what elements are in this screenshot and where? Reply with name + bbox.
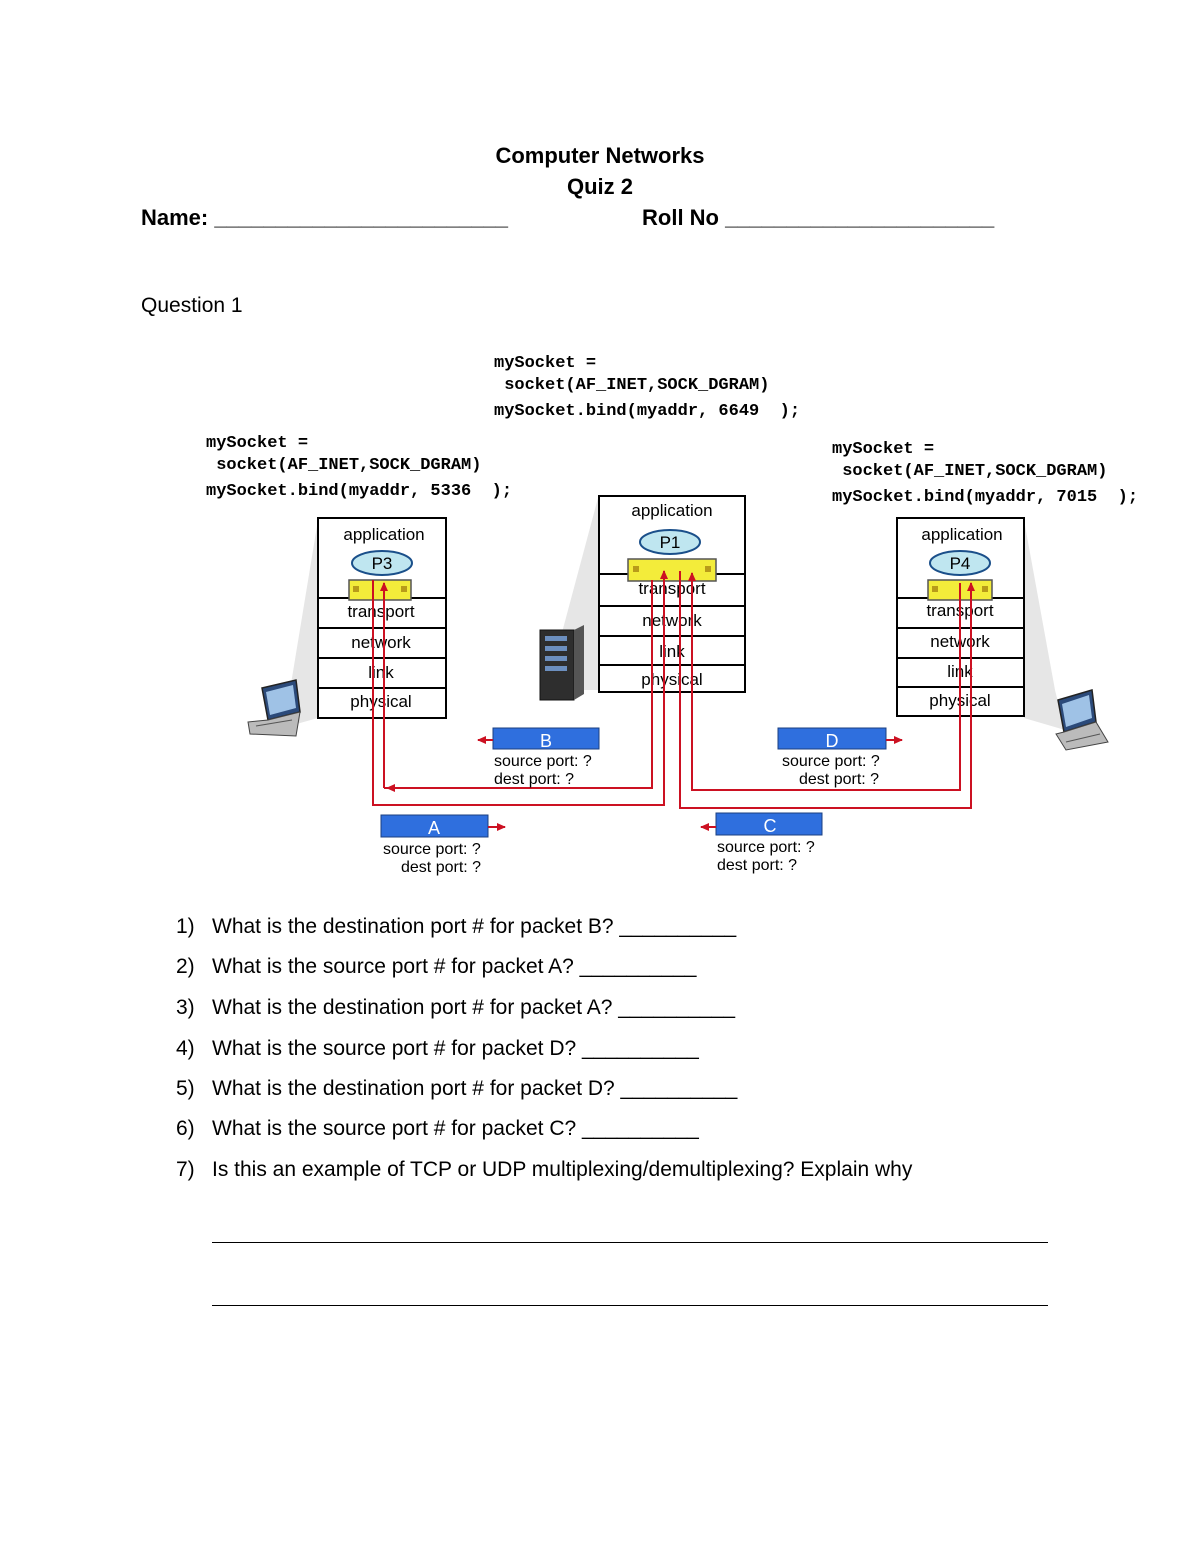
packet-paths [372,570,975,809]
code-line: mySocket.bind(myaddr, 7015 ); [832,488,1139,507]
process-ellipse [351,550,413,576]
layer-label: application [343,525,424,544]
question-text: What is the source port # for packet D? … [212,1037,699,1060]
name-field-label: Name: ________________________ [141,205,509,230]
layer-label: link [659,642,685,661]
packet-c: C source port: ? dest port: ? [700,812,823,874]
code-line: socket(AF_INET,SOCK_DGRAM) [832,462,1108,481]
code-snippet-left: mySocket = socket(AF_INET,SOCK_DGRAM) myS… [206,433,512,503]
question-number: 5) [176,1077,195,1100]
projection-shadow-right [1024,520,1065,730]
question-number: 2) [176,955,195,978]
process-label-p1: P1 [660,533,681,552]
question-number: 6) [176,1117,195,1140]
packet-a: A source port: ? dest port: ? [380,814,506,876]
question-text: What is the destination port # for packe… [212,996,736,1019]
packet-source-port: source port: ? [494,753,592,770]
layer-label: transport [638,579,705,598]
question-text: What is the source port # for packet C? … [212,1117,699,1140]
answer-line-1[interactable] [212,1242,1048,1243]
question-number: 4) [176,1037,195,1060]
packet-source-port: source port: ? [383,841,481,858]
code-snippet-right: mySocket = socket(AF_INET,SOCK_DGRAM) myS… [832,439,1138,509]
roll-number-field-label: Roll No ______________________ [642,205,995,230]
process-label-p3: P3 [372,554,393,573]
laptop-icon-left [247,679,301,737]
packet-dest-port: dest port: ? [494,771,574,788]
question-number: 3) [176,996,195,1019]
laptop-icon-right [1055,689,1109,751]
packet-dest-port: dest port: ? [401,859,481,876]
question-text: Is this an example of TCP or UDP multipl… [212,1158,913,1181]
code-line: mySocket = [494,354,597,373]
layer-label: physical [641,670,702,689]
network-diagram: application P3 transport network link ph… [247,495,1109,876]
course-title: Computer Networks [495,143,705,168]
packet-d: D source port: ? dest port: ? [777,727,903,788]
packet-source-port: source port: ? [717,839,815,856]
packet-source-port: source port: ? [782,753,880,770]
code-line: mySocket = [206,434,309,453]
question-text: What is the destination port # for packe… [212,915,737,938]
process-label-p4: P4 [950,554,971,573]
question-2: 2) What is the source port # for packet A… [176,955,696,979]
code-line: mySocket = [832,440,935,459]
packet-dest-port: dest port: ? [799,771,879,788]
code-snippet-center: mySocket = socket(AF_INET,SOCK_DGRAM) myS… [494,353,800,423]
question-6: 6) What is the source port # for packet C… [176,1117,699,1141]
code-line: mySocket.bind(myaddr, 6649 ); [494,402,801,421]
packet-label: D [826,731,839,751]
question-4: 4) What is the source port # for packet D… [176,1037,699,1061]
packet-b: B source port: ? dest port: ? [477,727,600,788]
layer-label: physical [350,692,411,711]
packet-label: A [428,818,440,838]
layer-label: network [642,611,702,630]
host-stack-center: application P1 transport network link ph… [598,495,746,693]
quiz-title: Quiz 2 [566,174,633,199]
layer-label: link [368,663,394,682]
projection-shadow-left [275,520,318,730]
code-line: socket(AF_INET,SOCK_DGRAM) [494,376,770,395]
packet-label: B [540,731,552,751]
packet-dest-port: dest port: ? [717,857,797,874]
socket-icon [627,558,717,582]
question-text: What is the source port # for packet A? … [212,955,697,978]
answer-line-2[interactable] [212,1305,1048,1306]
process-ellipse [639,529,701,555]
process-ellipse [929,550,991,576]
layer-label: application [921,525,1002,544]
question-text: What is the destination port # for packe… [212,1077,738,1100]
question-number: 7) [176,1158,195,1181]
layer-label: network [351,633,411,652]
code-line: socket(AF_INET,SOCK_DGRAM) [206,456,482,475]
question-3: 3) What is the destination port # for pac… [176,996,735,1020]
question-5: 5) What is the destination port # for pac… [176,1077,737,1101]
question-heading: Question 1 [141,294,243,317]
layer-label: application [631,501,712,520]
question-number: 1) [176,915,195,938]
question-7: 7) Is this an example of TCP or UDP multi… [176,1158,912,1182]
packet-label: C [764,816,777,836]
server-icon [539,625,584,701]
host-stack-left: application P3 transport network link ph… [317,517,447,719]
code-line: mySocket.bind(myaddr, 5336 ); [206,482,513,501]
question-1: 1) What is the destination port # for pac… [176,915,736,939]
layer-label: transport [347,602,414,621]
